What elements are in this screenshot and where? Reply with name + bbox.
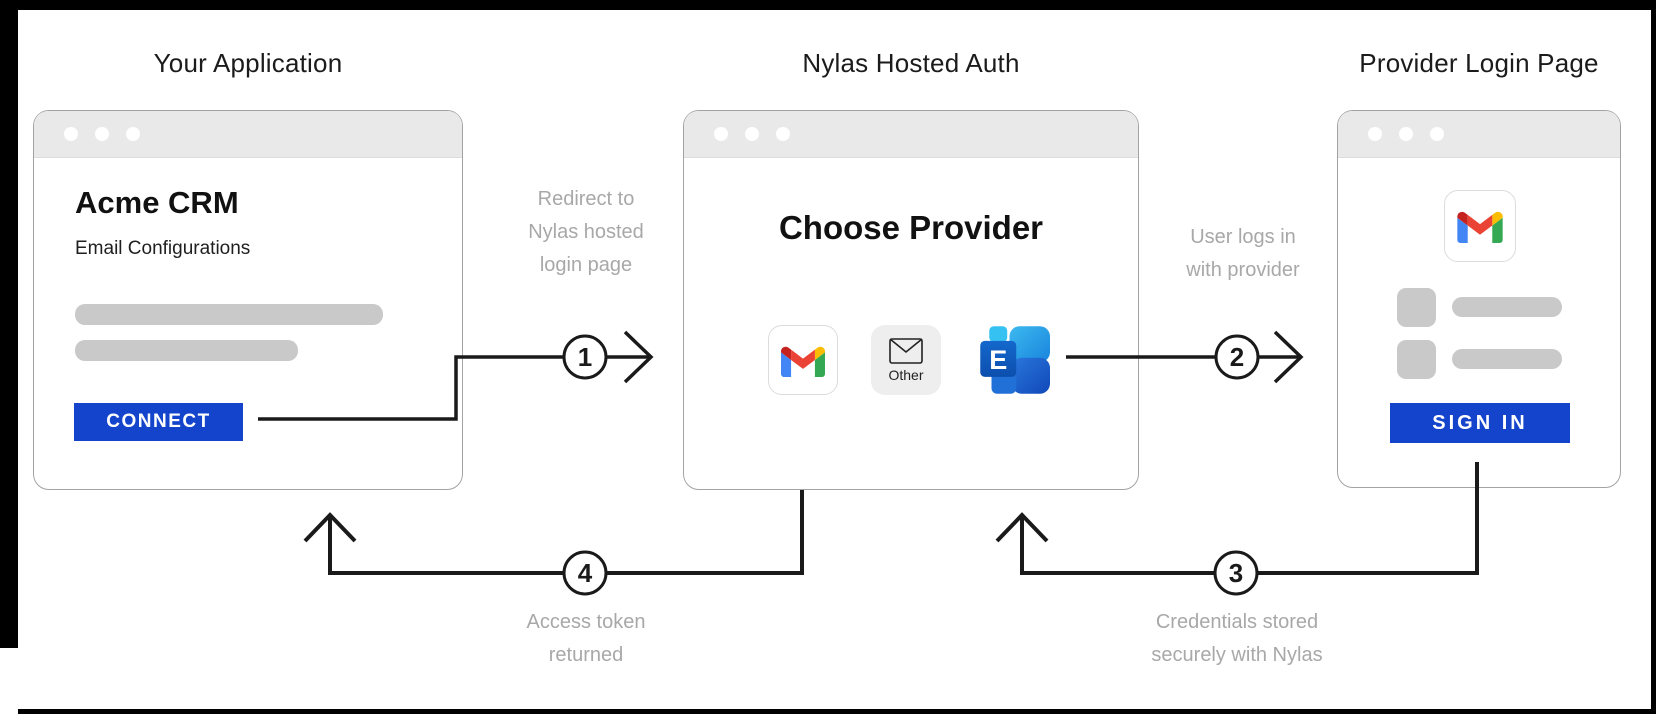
placeholder-bar	[1452, 349, 1562, 369]
window-dot-icon	[95, 127, 109, 141]
app-subheading: Email Configurations	[75, 238, 251, 259]
provider-login-titlebar	[1338, 111, 1620, 158]
window-dot-icon	[776, 127, 790, 141]
provider-option-gmail[interactable]	[768, 325, 838, 395]
choose-provider-heading: Choose Provider	[778, 209, 1044, 246]
gmail-icon	[781, 346, 825, 377]
window-dot-icon	[64, 127, 78, 141]
app-browser-window: Acme CRM Email Configurations CONNECT	[33, 110, 463, 490]
step-2-label: User logs in with provider	[1186, 226, 1300, 281]
frame-border-bottom	[18, 709, 1656, 714]
svg-text:2: 2	[1230, 342, 1244, 372]
sign-in-button[interactable]: SIGN IN	[1390, 403, 1570, 443]
arrow-up-icon	[303, 512, 357, 543]
connect-button[interactable]: CONNECT	[74, 403, 243, 441]
placeholder-field-icon	[1397, 340, 1436, 379]
window-dot-icon	[1399, 127, 1413, 141]
step-4-badge: 4	[562, 550, 608, 596]
step-1-badge: 1	[562, 334, 608, 380]
step-2-badge: 2	[1214, 334, 1260, 380]
hosted-auth-titlebar	[684, 111, 1138, 158]
app-heading: Acme CRM	[75, 185, 239, 220]
frame-border-top	[0, 0, 1656, 10]
step-3-label: Credentials stored securely with Nylas	[1151, 611, 1323, 666]
provider-option-exchange[interactable]: E	[974, 323, 1054, 397]
frame-border-right	[1651, 0, 1656, 714]
arrow-right-icon	[1273, 330, 1304, 384]
exchange-icon: E	[980, 326, 1050, 394]
hosted-auth-window: Choose Provider Other	[683, 110, 1139, 490]
provider-option-other[interactable]: Other	[871, 325, 941, 395]
arrow-right-icon	[623, 330, 654, 384]
svg-text:3: 3	[1229, 558, 1243, 588]
window-dot-icon	[1368, 127, 1382, 141]
column-title-your-application: Your Application	[153, 48, 343, 78]
frame-border-left	[0, 0, 18, 648]
provider-options-row: Other	[684, 323, 1138, 397]
column-title-provider-login-page: Provider Login Page	[1359, 48, 1599, 78]
gmail-icon	[1457, 211, 1503, 243]
step-1-label: Redirect to Nylas hosted login page	[528, 188, 644, 276]
login-provider-logo	[1444, 190, 1516, 262]
envelope-icon	[889, 337, 923, 364]
placeholder-bar	[75, 304, 383, 325]
app-window-titlebar	[34, 111, 462, 158]
arrow-up-icon	[995, 512, 1049, 543]
provider-login-window: SIGN IN	[1337, 110, 1621, 488]
svg-text:4: 4	[578, 558, 593, 588]
placeholder-bar	[1452, 297, 1562, 317]
window-dot-icon	[714, 127, 728, 141]
placeholder-bar	[75, 340, 298, 361]
window-dot-icon	[1430, 127, 1444, 141]
step-4-label: Access token returned	[526, 611, 646, 666]
window-dot-icon	[745, 127, 759, 141]
step-3-badge: 3	[1213, 550, 1259, 596]
provider-other-label: Other	[888, 366, 924, 383]
exchange-letter: E	[989, 345, 1007, 375]
column-title-nylas-hosted-auth: Nylas Hosted Auth	[802, 48, 1020, 78]
svg-text:1: 1	[578, 342, 592, 372]
window-dot-icon	[126, 127, 140, 141]
placeholder-field-icon	[1397, 288, 1436, 327]
step-4-line	[328, 490, 804, 575]
